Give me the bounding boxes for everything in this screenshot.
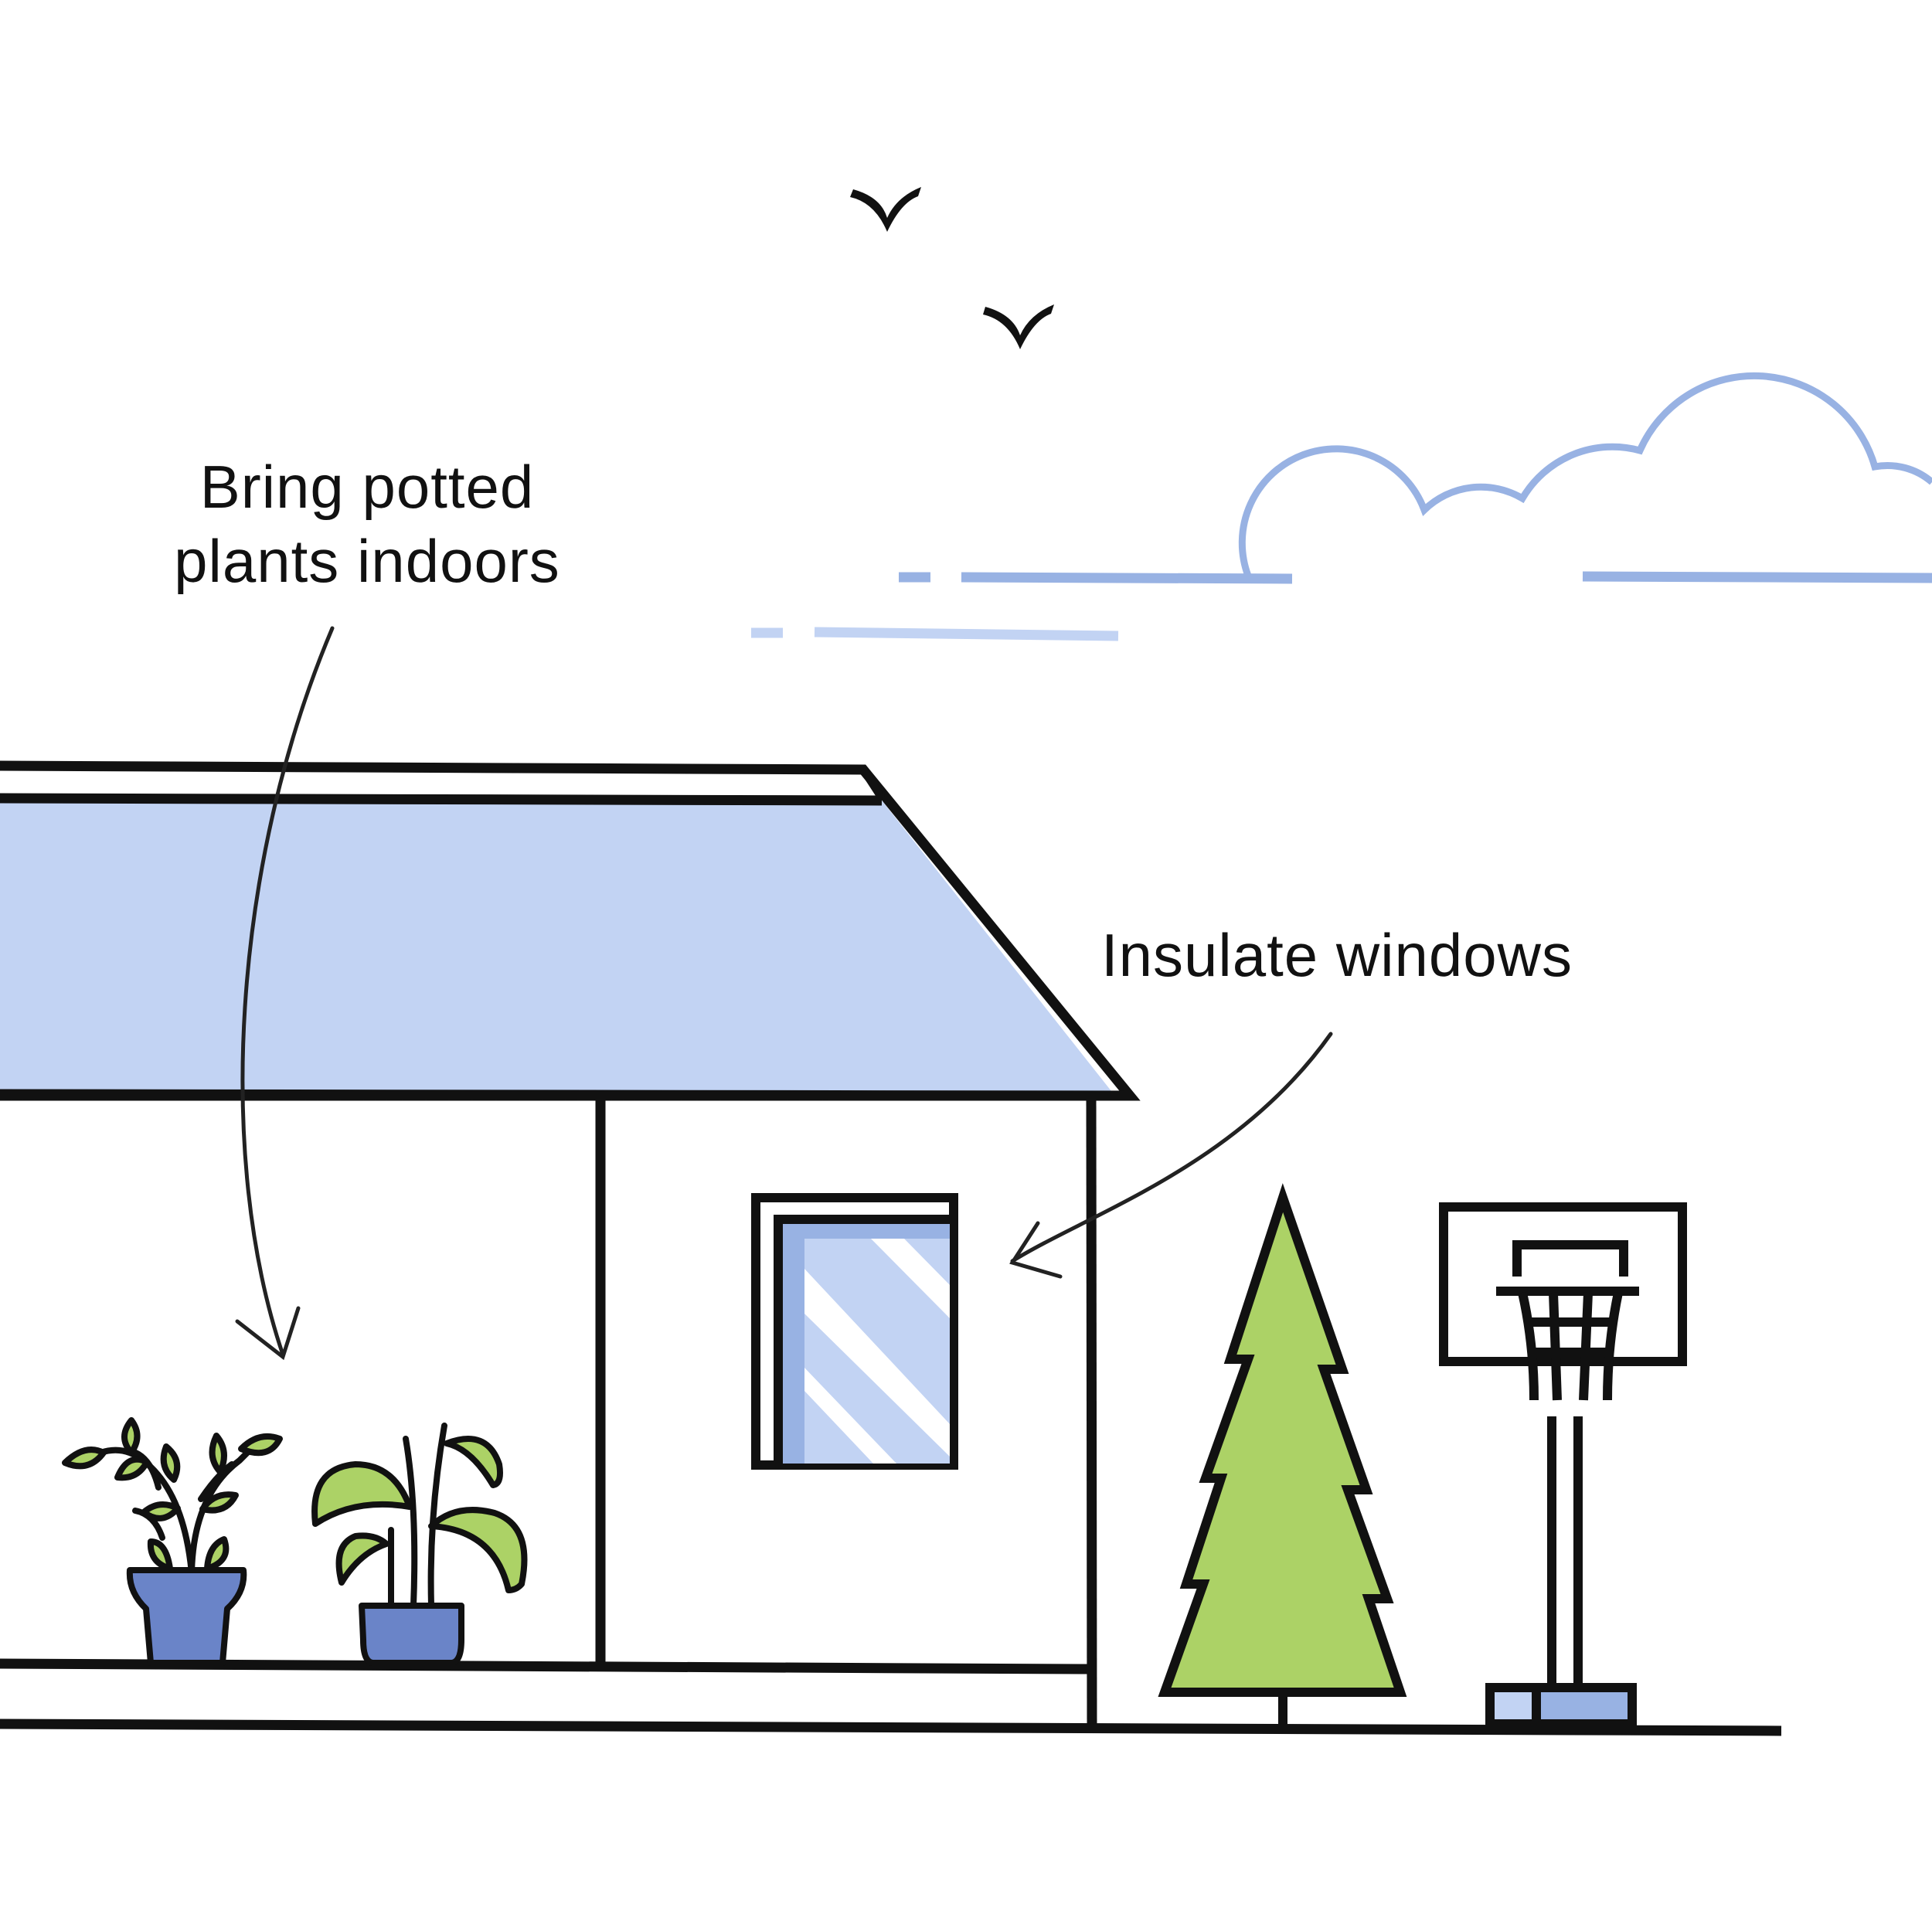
cloud-icon	[1238, 372, 1932, 577]
roof-edge	[0, 793, 883, 806]
plant-pot	[359, 1603, 464, 1666]
ground-line	[0, 1719, 1782, 1736]
wall-corner	[1086, 1095, 1097, 1726]
plants-annotation-line1: Bring potted	[199, 453, 535, 521]
windows-annotation: Insulate windows	[1101, 921, 1573, 989]
plant-pot	[126, 1567, 247, 1666]
window-icon	[751, 1193, 958, 1470]
curved-arrow-icon	[1009, 1032, 1333, 1279]
wind-line	[814, 627, 1119, 641]
roof-corner	[859, 767, 886, 801]
windows-arrowhead	[1009, 1221, 1063, 1279]
bird-icon	[983, 304, 1054, 349]
wind-line	[961, 572, 1293, 584]
wind-lines	[751, 571, 1932, 641]
birds	[850, 187, 1054, 349]
plants-arrow	[240, 626, 335, 1357]
plants-arrowhead	[235, 1306, 301, 1361]
curved-arrow-icon	[235, 626, 335, 1361]
windows-arrow	[1010, 1032, 1333, 1263]
roof	[0, 798, 1111, 1091]
pine-tree-icon	[1158, 1183, 1407, 1729]
plants-annotation-line2: plants indoors	[174, 527, 560, 595]
wind-line	[1582, 571, 1932, 583]
basketball-hoop-icon	[1439, 1202, 1687, 1729]
plants-annotation: Bring potted plants indoors	[166, 450, 568, 598]
potted-plant-icon	[311, 1423, 528, 1666]
bird-icon	[850, 187, 921, 232]
potted-plant-icon	[62, 1417, 283, 1666]
eave-line	[0, 1089, 1131, 1101]
